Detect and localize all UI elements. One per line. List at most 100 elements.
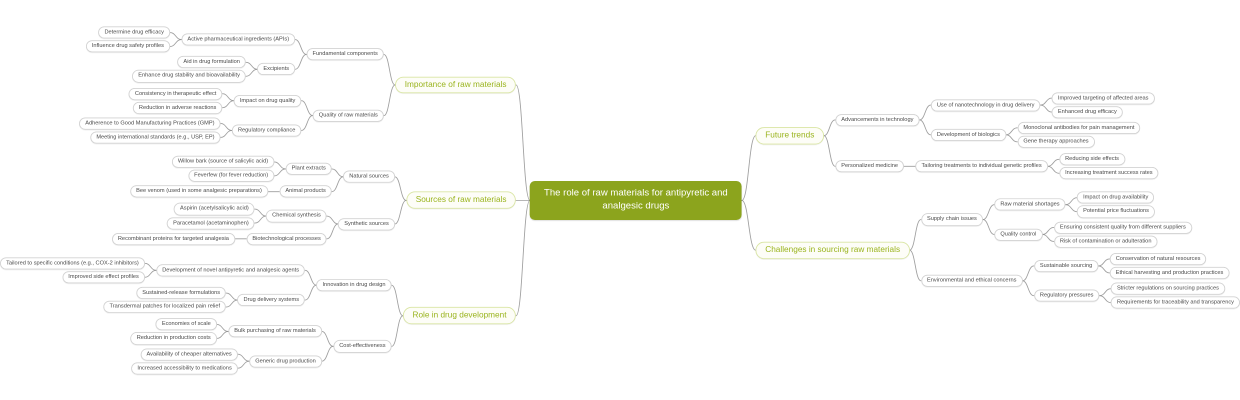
topic-node[interactable]: Environmental and ethical concerns	[920, 274, 1023, 287]
leaf-node[interactable]: Conservation of natural resources	[1109, 252, 1207, 265]
leaf-node[interactable]: Aspirin (acetylsalicylic acid)	[173, 202, 255, 215]
children-group: Stricter regulations on sourcing practic…	[1110, 282, 1240, 309]
leaf-node[interactable]: Impact on drug availability	[1076, 191, 1155, 204]
leaf-node[interactable]: Stricter regulations on sourcing practic…	[1110, 282, 1225, 295]
subtree: Aspirin (acetylsalicylic acid)Paracetamo…	[166, 202, 327, 229]
leaf-node[interactable]: Availability of cheaper alternatives	[140, 347, 238, 360]
subtree: Economies of scale	[155, 317, 217, 331]
root-topic-node[interactable]: The role of raw materials for antipyreti…	[529, 180, 742, 220]
leaf-node[interactable]: Aid in drug formulation	[177, 55, 246, 69]
subtree: Conservation of natural resources	[1109, 252, 1207, 265]
leaf-node[interactable]: Improved side effect profiles	[62, 270, 145, 284]
subtree: Tailored to specific conditions (e.g., C…	[0, 256, 306, 284]
subtree: Future trends Advancements in technology U…	[755, 91, 1159, 180]
topic-node[interactable]: Quality of raw materials	[312, 109, 384, 122]
leaf-node[interactable]: Improved targeting of affected areas	[1051, 91, 1155, 104]
topic-node[interactable]: Fundamental components	[306, 47, 384, 61]
topic-node[interactable]: Development of novel antipyretic and ana…	[156, 263, 306, 277]
topic-node[interactable]: Drug delivery systems	[237, 293, 306, 306]
leaf-node[interactable]: Requirements for traceability and transp…	[1110, 296, 1240, 309]
topic-node[interactable]: Generic drug production	[249, 354, 322, 367]
leaf-node[interactable]: Monoclonal antibodies for pain managemen…	[1017, 121, 1141, 134]
branch-node[interactable]: Importance of raw materials	[395, 75, 517, 94]
subtree: Consistency in therapeutic effect	[128, 87, 223, 100]
leaf-node[interactable]: Gene therapy approaches	[1017, 135, 1095, 148]
topic-node[interactable]: Cost-effectiveness	[333, 339, 392, 353]
leaf-node[interactable]: Ethical harvesting and production practi…	[1109, 266, 1230, 279]
children-group: Raw material shortages Impact on drug ava…	[994, 191, 1192, 248]
branch-node[interactable]: Role in drug development	[402, 306, 517, 325]
subtree: Willow bark (source of salicylic acid)Fe…	[171, 155, 332, 182]
topic-node[interactable]: Natural sources	[343, 170, 395, 183]
topic-node[interactable]: Synthetic sources	[338, 217, 395, 230]
leaf-node[interactable]: Adherence to Good Manufacturing Practice…	[79, 116, 221, 130]
children-group: Aspirin (acetylsalicylic acid)Paracetamo…	[166, 202, 255, 229]
children-group: Tailored to specific conditions (e.g., C…	[0, 256, 306, 313]
topic-node[interactable]: Animal products	[279, 185, 332, 198]
topic-node[interactable]: Raw material shortages	[994, 198, 1066, 211]
leaf-node[interactable]: Enhance drug stability and bioavailabili…	[132, 69, 246, 83]
topic-node[interactable]: Tailoring treatments to individual genet…	[915, 159, 1048, 173]
leaf-node[interactable]: Tailored to specific conditions (e.g., C…	[0, 256, 145, 270]
leaf-node[interactable]: Bee venom (used in some analgesic prepar…	[129, 185, 268, 198]
leaf-node[interactable]: Economies of scale	[155, 317, 217, 331]
topic-node[interactable]: Active pharmaceutical ingredients (APIs)	[181, 33, 296, 46]
subtree: Development of biologics Monoclonal antib…	[930, 121, 1141, 148]
branch-node[interactable]: Sources of raw materials	[406, 191, 517, 209]
leaf-node[interactable]: Risk of contamination or adulteration	[1053, 234, 1158, 248]
topic-node[interactable]: Personalized medicine	[835, 159, 905, 173]
leaf-node[interactable]: Influence drug safety profiles	[85, 40, 171, 53]
leaf-node[interactable]: Feverfew (for fever reduction)	[188, 169, 275, 182]
leaf-node[interactable]: Meeting international standards (e.g., U…	[90, 130, 221, 144]
topic-node[interactable]: Excipients	[257, 62, 296, 76]
children-group: Tailored to specific conditions (e.g., C…	[0, 256, 392, 374]
leaf-node[interactable]: Consistency in therapeutic effect	[128, 87, 223, 100]
leaf-node[interactable]: Reduction in adverse reactions	[132, 101, 223, 114]
leaf-node[interactable]: Determine drug efficacy	[98, 26, 171, 39]
leaf-node[interactable]: Recombinant proteins for targeted analge…	[111, 232, 235, 245]
subtree: Aspirin (acetylsalicylic acid)Paracetamo…	[111, 202, 395, 245]
subtree: Improved targeting of affected areas	[1051, 91, 1155, 104]
topic-node[interactable]: Biotechnological processes	[246, 232, 327, 245]
topic-node[interactable]: Chemical synthesis	[266, 209, 327, 222]
topic-node[interactable]: Bulk purchasing of raw materials	[228, 324, 322, 338]
topic-node[interactable]: Innovation in drug design	[316, 278, 392, 291]
leaf-node[interactable]: Enhanced drug efficacy	[1051, 105, 1123, 118]
leaf-node[interactable]: Increasing treatment success rates	[1058, 166, 1159, 180]
topic-node[interactable]: Quality control	[994, 227, 1043, 241]
leaf-node[interactable]: Reducing side effects	[1058, 152, 1126, 166]
subtree: Reducing side effects	[1058, 152, 1126, 166]
children-group: Sustainable sourcing Conservation of natu…	[1033, 252, 1240, 309]
topic-node[interactable]: Use of nanotechnology in drug delivery	[930, 98, 1041, 111]
subtree: Gene therapy approaches	[1017, 135, 1095, 148]
leaf-node[interactable]: Transdermal patches for localized pain r…	[103, 300, 227, 313]
branch-node[interactable]: Future trends	[755, 126, 824, 144]
topic-node[interactable]: Development of biologics	[930, 128, 1006, 141]
topic-node[interactable]: Sustainable sourcing	[1033, 259, 1099, 272]
leaf-node[interactable]: Paracetamol (acetaminophen)	[166, 216, 255, 229]
subtree: Reduction in adverse reactions	[132, 101, 223, 114]
subtree: Monoclonal antibodies for pain managemen…	[1017, 121, 1141, 134]
topic-node[interactable]: Advancements in technology	[835, 113, 920, 126]
leaf-node[interactable]: Increased accessibility to medications	[131, 361, 238, 374]
leaf-node[interactable]: Reduction in production costs	[130, 331, 217, 345]
subtree: Recombinant proteins for targeted analge…	[111, 232, 327, 245]
leaf-node[interactable]: Potential price fluctuations	[1076, 205, 1156, 218]
topic-node[interactable]: Regulatory compliance	[231, 123, 302, 137]
topic-node[interactable]: Supply chain issues	[920, 213, 983, 226]
subtree: Increasing treatment success rates	[1058, 166, 1159, 180]
leaf-node[interactable]: Ensuring consistent quality from differe…	[1053, 220, 1192, 234]
topic-node[interactable]: Impact on drug quality	[233, 94, 302, 107]
leaf-node[interactable]: Willow bark (source of salicylic acid)	[171, 155, 275, 168]
children-group: Adherence to Good Manufacturing Practice…	[79, 116, 221, 144]
branch-node[interactable]: Challenges in sourcing raw materials	[755, 241, 910, 259]
leaf-node[interactable]: Sustained-release formulations	[136, 286, 227, 299]
topic-node[interactable]: Plant extracts	[285, 162, 332, 175]
topic-node[interactable]: Regulatory pressures	[1033, 289, 1100, 302]
children-group: Aspirin (acetylsalicylic acid)Paracetamo…	[111, 202, 327, 245]
